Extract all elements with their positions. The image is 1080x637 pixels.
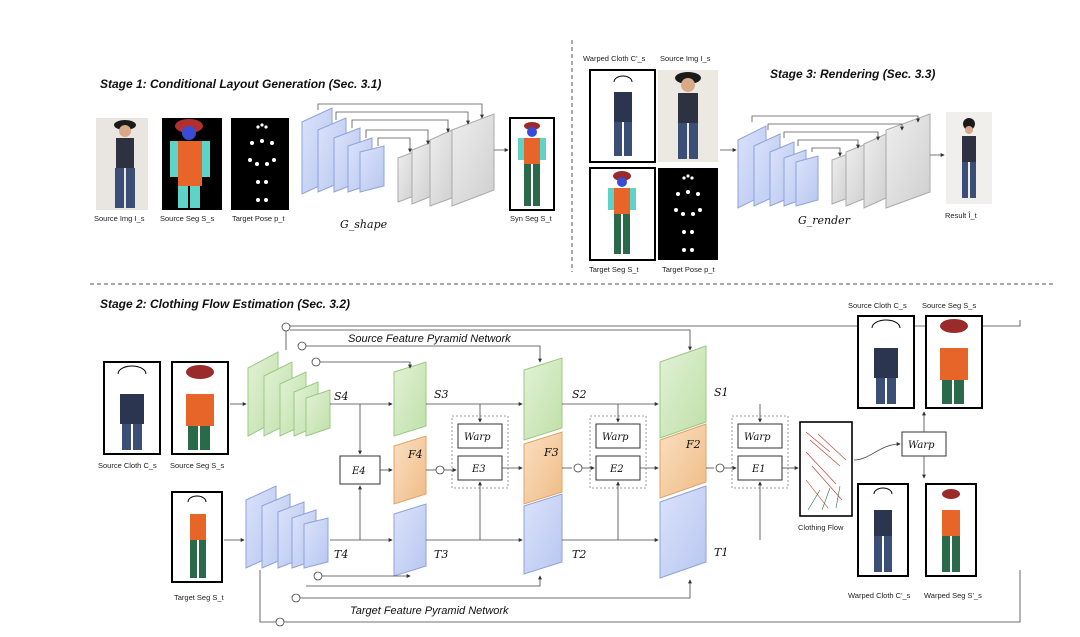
stage2-source-seg <box>171 361 229 455</box>
label-t2: T2 <box>572 548 586 561</box>
stage3-source-image <box>658 70 718 162</box>
stage1-source-seg <box>162 118 222 210</box>
label-s4: S4 <box>334 390 349 403</box>
label-e4: E4 <box>351 466 366 477</box>
stage3-warped-cloth-label: Warped Cloth C'_s <box>583 54 646 63</box>
stage3-generator-label: G_render <box>798 214 851 227</box>
label-f4: F4 <box>407 448 423 461</box>
right-source-seg-label: Source Seg S_s <box>922 301 976 310</box>
label-t3: T3 <box>434 548 448 561</box>
stage1-skip-connections <box>317 103 509 153</box>
feature-s3 <box>393 361 427 437</box>
stage2-target-seg-label: Target Seg S_t <box>174 593 225 602</box>
stage2-target-seg <box>171 491 223 583</box>
warped-cloth-output <box>857 483 909 577</box>
label-e1: E1 <box>751 464 766 475</box>
stage1-source-image <box>96 118 148 210</box>
stage2-connections <box>224 320 1021 623</box>
label-t1: T1 <box>714 546 728 559</box>
stage3-target-seg <box>589 167 656 261</box>
warp-label-final: Warp <box>908 440 935 451</box>
target-feature-pyramid <box>245 485 329 569</box>
stage2-source-cloth-label: Source Cloth C_s <box>98 461 157 470</box>
warp-label-1: Warp <box>744 432 771 443</box>
stage3-result <box>946 112 992 204</box>
stage3-decoder <box>831 113 931 209</box>
stage1-syn-seg <box>509 117 555 211</box>
label-e2: E2 <box>609 464 624 475</box>
target-network-label: Target Feature Pyramid Network <box>350 605 509 617</box>
stage2-source-seg-label: Source Seg S_s <box>170 461 224 470</box>
source-feature-pyramid <box>247 351 331 437</box>
label-s1: S1 <box>714 386 729 399</box>
stage3-skip-connections <box>720 115 945 157</box>
stage1-generator-label: G_shape <box>340 218 388 231</box>
warped-seg-output <box>925 483 977 577</box>
label-s2: S2 <box>572 388 587 401</box>
warped-seg-label: Warped Seg S'_s <box>924 591 982 600</box>
stage1-source-image-label: Source Img I_s <box>94 214 145 223</box>
encoder-e1 <box>737 455 783 481</box>
warped-cloth-label: Warped Cloth C'_s <box>848 591 911 600</box>
stage1-encoder <box>301 107 385 195</box>
stage1-title: Stage 1: Conditional Layout Generation (… <box>100 77 381 91</box>
stage3-target-pose <box>658 168 718 260</box>
stage3-source-img-label: Source Img I_s <box>660 54 711 63</box>
stage3-title: Stage 3: Rendering (Sec. 3.3) <box>770 67 935 81</box>
warp-label-3: Warp <box>464 432 491 443</box>
clothing-flow-field <box>799 421 853 517</box>
stage3-target-pose-label: Target Pose p_t <box>662 265 715 274</box>
flow-f4 <box>393 435 427 505</box>
stage3-warped-cloth <box>589 69 656 163</box>
stage1-syn-seg-label: Syn Seg S_t <box>510 214 553 223</box>
right-source-cloth <box>857 315 915 409</box>
stage2-source-cloth <box>103 361 161 455</box>
flow-f3 <box>523 431 563 505</box>
stage3-encoder <box>737 125 819 209</box>
warp-label-2: Warp <box>602 432 629 443</box>
stage1-decoder <box>397 113 495 207</box>
stage3-result-label: Result Î_t <box>945 211 978 220</box>
label-s3: S3 <box>434 388 449 401</box>
stage3-target-seg-label: Target Seg S_t <box>589 265 640 274</box>
label-e3: E3 <box>471 464 486 475</box>
stage1-target-pose-label: Target Pose p_t <box>232 214 285 223</box>
plus-nodes <box>275 322 323 627</box>
stage1-target-pose <box>231 118 289 210</box>
feature-t2 <box>523 493 563 575</box>
feature-t1 <box>659 485 707 579</box>
right-source-cloth-label: Source Cloth C_s <box>848 301 907 310</box>
right-source-seg <box>925 315 983 409</box>
label-f3: F3 <box>543 446 559 459</box>
source-network-label: Source Feature Pyramid Network <box>348 333 511 345</box>
label-t4: T4 <box>334 548 348 561</box>
stage1-source-seg-label: Source Seg S_s <box>160 214 214 223</box>
flow-f2 <box>659 423 707 499</box>
warp-box-1 <box>737 423 783 449</box>
clothing-flow-label: Clothing Flow <box>798 523 844 532</box>
warp-box-2 <box>595 423 641 449</box>
encoder-e3 <box>457 455 503 481</box>
stage2-title: Stage 2: Clothing Flow Estimation (Sec. … <box>100 297 350 311</box>
label-f2: F2 <box>685 438 701 451</box>
feature-s1 <box>659 345 707 439</box>
encoder-e4 <box>339 455 381 485</box>
feature-t3 <box>393 503 427 577</box>
feature-s2 <box>523 357 563 441</box>
warp-box-3 <box>457 423 503 449</box>
